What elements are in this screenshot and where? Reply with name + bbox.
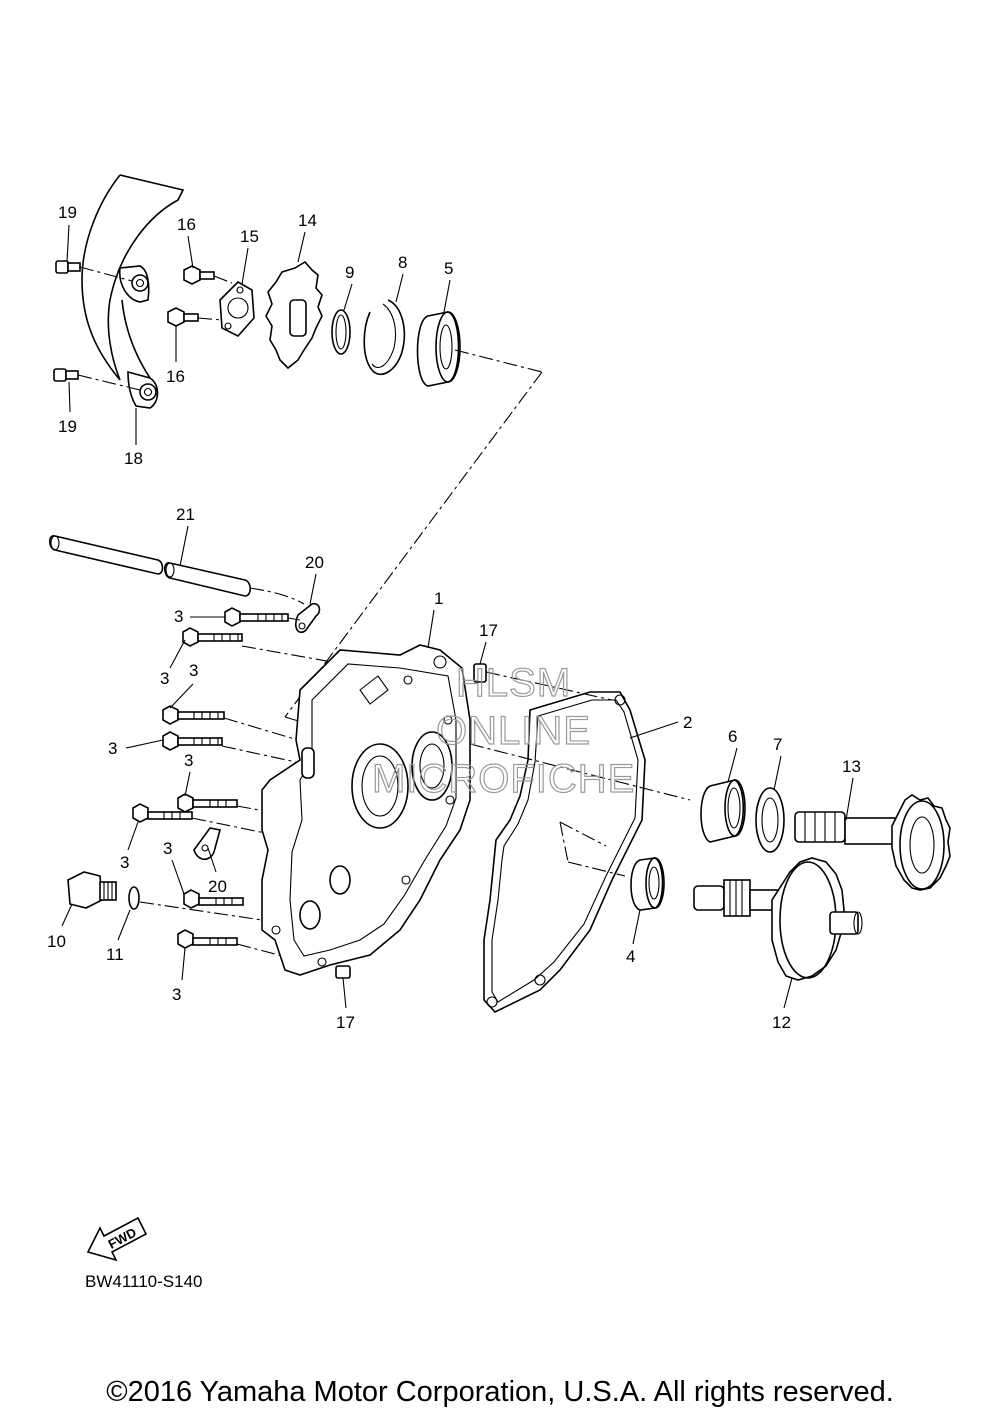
callout-6: 6: [728, 727, 737, 746]
leader-lines: [61, 224, 854, 1009]
callout-numbers: 1 2 3 3 3 3 3 3 3 3 4 5 6 7 8 9 10 11 12…: [47, 203, 861, 1032]
bolt-part[interactable]: [55, 260, 133, 282]
drain-plug-part[interactable]: [67, 871, 117, 909]
bolt-part[interactable]: [177, 929, 291, 959]
callout-3h: 3: [172, 985, 181, 1004]
callout-13: 13: [842, 757, 861, 776]
callout-1: 1: [434, 589, 443, 608]
needle-bearing-part[interactable]: [700, 779, 746, 843]
bolt-part[interactable]: [224, 607, 301, 627]
callout-3c: 3: [189, 661, 198, 680]
callout-19a: 19: [58, 203, 77, 222]
bolt-part[interactable]: [183, 265, 233, 285]
callout-12: 12: [772, 1013, 791, 1032]
callout-19b: 19: [58, 417, 77, 436]
sprocket-part[interactable]: [265, 260, 323, 370]
callout-4: 4: [626, 947, 635, 966]
bolt-part[interactable]: [182, 627, 401, 675]
diagram-code: BW41110-S140: [85, 1272, 203, 1291]
dowel-pin-part[interactable]: [335, 965, 351, 979]
watermark-line-2: ONLINE: [436, 709, 591, 753]
bolt-part[interactable]: [177, 793, 271, 813]
callout-21: 21: [176, 505, 195, 524]
crankcase-cover-part[interactable]: [261, 644, 471, 976]
snap-ring-part[interactable]: [363, 299, 406, 376]
callout-3f: 3: [120, 853, 129, 872]
circlip-part[interactable]: [331, 309, 351, 355]
callout-3a: 3: [174, 607, 183, 626]
chain-cover-part[interactable]: [81, 174, 185, 409]
watermark-line-1: HLSM: [456, 661, 571, 705]
lock-washer-part[interactable]: [219, 281, 255, 337]
drive-axle-part[interactable]: [794, 794, 951, 891]
watermark: HLSM ONLINE MICROFICHE: [371, 660, 635, 801]
cover-gasket-part[interactable]: [469, 691, 691, 1013]
bolt-part[interactable]: [162, 731, 297, 763]
gasket-washer-part[interactable]: [128, 886, 263, 921]
oil-seal-part[interactable]: [755, 787, 785, 853]
bolt-part[interactable]: [183, 889, 244, 909]
callout-10: 10: [47, 932, 66, 951]
callout-2: 2: [683, 713, 692, 732]
callout-8: 8: [398, 253, 407, 272]
copyright-notice: ©2016 Yamaha Motor Corporation, U.S.A. A…: [106, 1376, 894, 1408]
callout-9: 9: [345, 263, 354, 282]
hose-clamp-part[interactable]: [193, 827, 221, 861]
hose-clamp-part[interactable]: [295, 602, 321, 634]
hose-part[interactable]: [48, 535, 305, 605]
bolt-part[interactable]: [132, 803, 271, 835]
watermark-line-3: MICROFICHE: [372, 757, 635, 801]
callout-5: 5: [444, 259, 453, 278]
fwd-arrow-icon: FWD: [86, 1216, 148, 1262]
callout-17b: 17: [336, 1013, 355, 1032]
callout-3g: 3: [163, 839, 172, 858]
secondary-shaft-part[interactable]: [693, 857, 863, 981]
callout-7: 7: [773, 735, 782, 754]
callout-20a: 20: [305, 553, 324, 572]
callout-16b: 16: [166, 367, 185, 386]
callout-14: 14: [298, 211, 317, 230]
callout-3b: 3: [160, 669, 169, 688]
bearing-part[interactable]: [630, 857, 665, 911]
bolt-part[interactable]: [53, 368, 141, 391]
callout-20b: 20: [208, 877, 227, 896]
callout-16a: 16: [177, 215, 196, 234]
callout-17a: 17: [479, 621, 498, 640]
callout-3e: 3: [184, 751, 193, 770]
bolt-part[interactable]: [162, 705, 299, 741]
callout-18: 18: [124, 449, 143, 468]
bolt-part[interactable]: [167, 307, 223, 327]
bearing-part[interactable]: [416, 311, 461, 387]
fwd-label: FWD: [106, 1225, 139, 1252]
callout-15: 15: [240, 227, 259, 246]
callout-3d: 3: [108, 739, 117, 758]
callout-11: 11: [106, 945, 124, 964]
